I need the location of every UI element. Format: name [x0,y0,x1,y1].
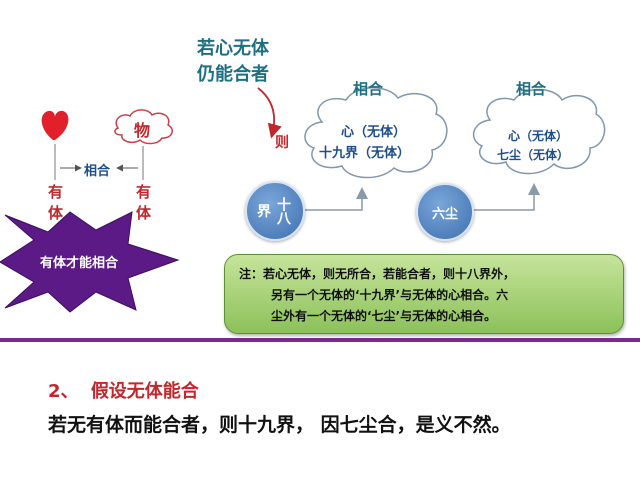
right-cloud-line2: 七尘（无体） [497,148,570,162]
left-col-label: 有体 [46,184,64,226]
star-text: 有体才能相合 [40,256,119,271]
right-col-label: 有体 [134,184,152,226]
section-number: 2、 [48,381,79,402]
star-burst [0,211,180,313]
top-note-line1: 若心无体 [197,38,269,59]
curved-arrow [257,87,282,139]
circle-label-b: 十八 [275,197,291,225]
right-cloud-line1: 心（无体） [508,129,569,143]
thing-label: 物 [134,121,151,140]
circle-eighteen-realms: 界 十八 [245,181,305,241]
ze-label: 则 [275,135,289,151]
section-divider [0,338,640,342]
middle-cloud [304,87,448,179]
top-note-line2: 仍能合者 [197,64,269,85]
section-body: 若无有体而能合者，则十九界， 因七尘合，是义不然。 [48,414,511,436]
note-prefix: 注： [239,267,264,281]
circle-label-a: 界 [257,204,271,220]
section-title: 假设无体能合 [90,381,199,402]
note-line2: 另有一个无体的‘十九界’与无体的心相合。六 [271,288,509,302]
middle-cloud-line1: 心（无体） [341,125,407,140]
section-heading: 2、 假设无体能合 [48,377,199,403]
circle-six-dusts: 六尘 [416,183,474,241]
thing-cloud [114,109,173,145]
note-line3: 尘外有一个无体的‘七尘’与无体的心相合。 [271,309,497,323]
right-cloud-title: 相合 [516,80,547,98]
middle-cloud-line2: 十九界（无体） [319,146,411,161]
middle-cloud-title: 相合 [353,80,384,98]
right-cloud [472,88,606,175]
circle-six-dusts-label: 六尘 [431,206,458,222]
heart-icon [41,110,69,140]
note-box: 注：若心无体，则无所合，若能合者，则十八界外， 另有一个无体的‘十九界’与无体的… [224,254,624,334]
combine-label: 相合 [84,164,111,179]
top-note: 若心无体 仍能合者 [197,36,269,88]
note-line1: 若心无体，则无所合，若能合者，则十八界外， [263,267,516,281]
